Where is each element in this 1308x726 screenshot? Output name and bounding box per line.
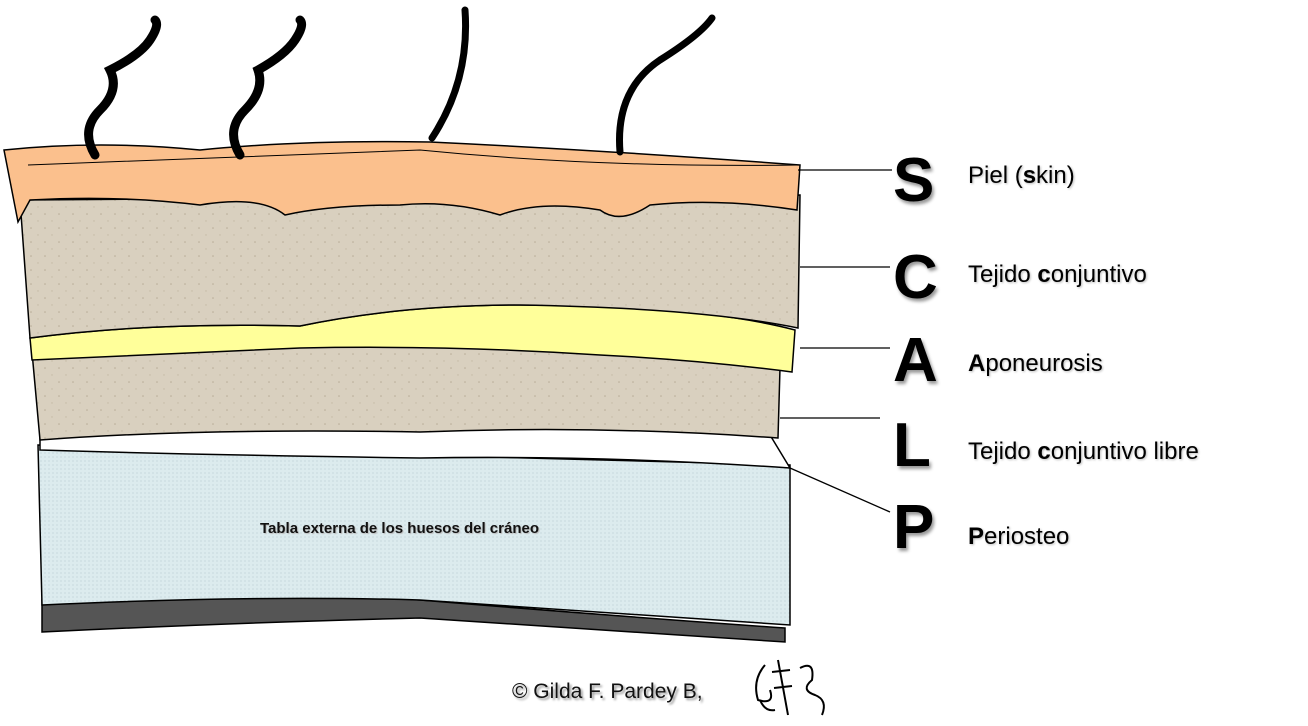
hair-icons — [84, 6, 716, 160]
label-loose-connective: Tejido conjuntivo libre — [968, 438, 1199, 466]
dense-connective-layer — [19, 194, 801, 339]
letter-l: L — [893, 411, 931, 480]
letter-p: P — [893, 493, 935, 562]
label-connective: Tejido conjuntivo — [968, 261, 1147, 289]
label-aponeurosis: Aponeurosis — [968, 350, 1103, 378]
bone-label: Tabla externa de los huesos del cráneo — [260, 520, 539, 537]
label-text: kin) — [1036, 162, 1075, 189]
bone-layer — [37, 444, 791, 626]
label-text: poneurosis — [985, 350, 1103, 377]
label-initial: c — [1037, 438, 1051, 465]
label-initial: c — [1037, 261, 1051, 288]
hair-icon — [84, 15, 162, 160]
letter-a: A — [893, 326, 938, 395]
copyright-credit: © Gilda F. Pardey B, — [512, 680, 703, 703]
leader-lines — [780, 169, 892, 513]
label-text: onjuntivo libre — [1050, 438, 1199, 465]
letter-s: S — [893, 146, 935, 215]
label-text: Tejido — [968, 261, 1038, 288]
skin-layer — [3, 140, 801, 225]
label-text: Tejido — [968, 438, 1038, 465]
hair-icon — [616, 14, 716, 156]
letter-c: C — [893, 243, 938, 312]
skin-inner-line — [27, 149, 801, 166]
label-initial: P — [968, 523, 985, 550]
hair-icon — [428, 6, 470, 142]
label-initial: A — [968, 350, 986, 377]
label-initial: s — [1022, 162, 1037, 189]
hair-icon — [229, 15, 307, 160]
label-text: eriosteo — [984, 523, 1070, 550]
signature — [755, 659, 825, 716]
label-text: onjuntivo — [1050, 261, 1147, 288]
label-text: Piel ( — [968, 162, 1023, 189]
label-skin: Piel (skin) — [968, 162, 1075, 190]
label-periosteum: Periosteo — [968, 523, 1069, 551]
